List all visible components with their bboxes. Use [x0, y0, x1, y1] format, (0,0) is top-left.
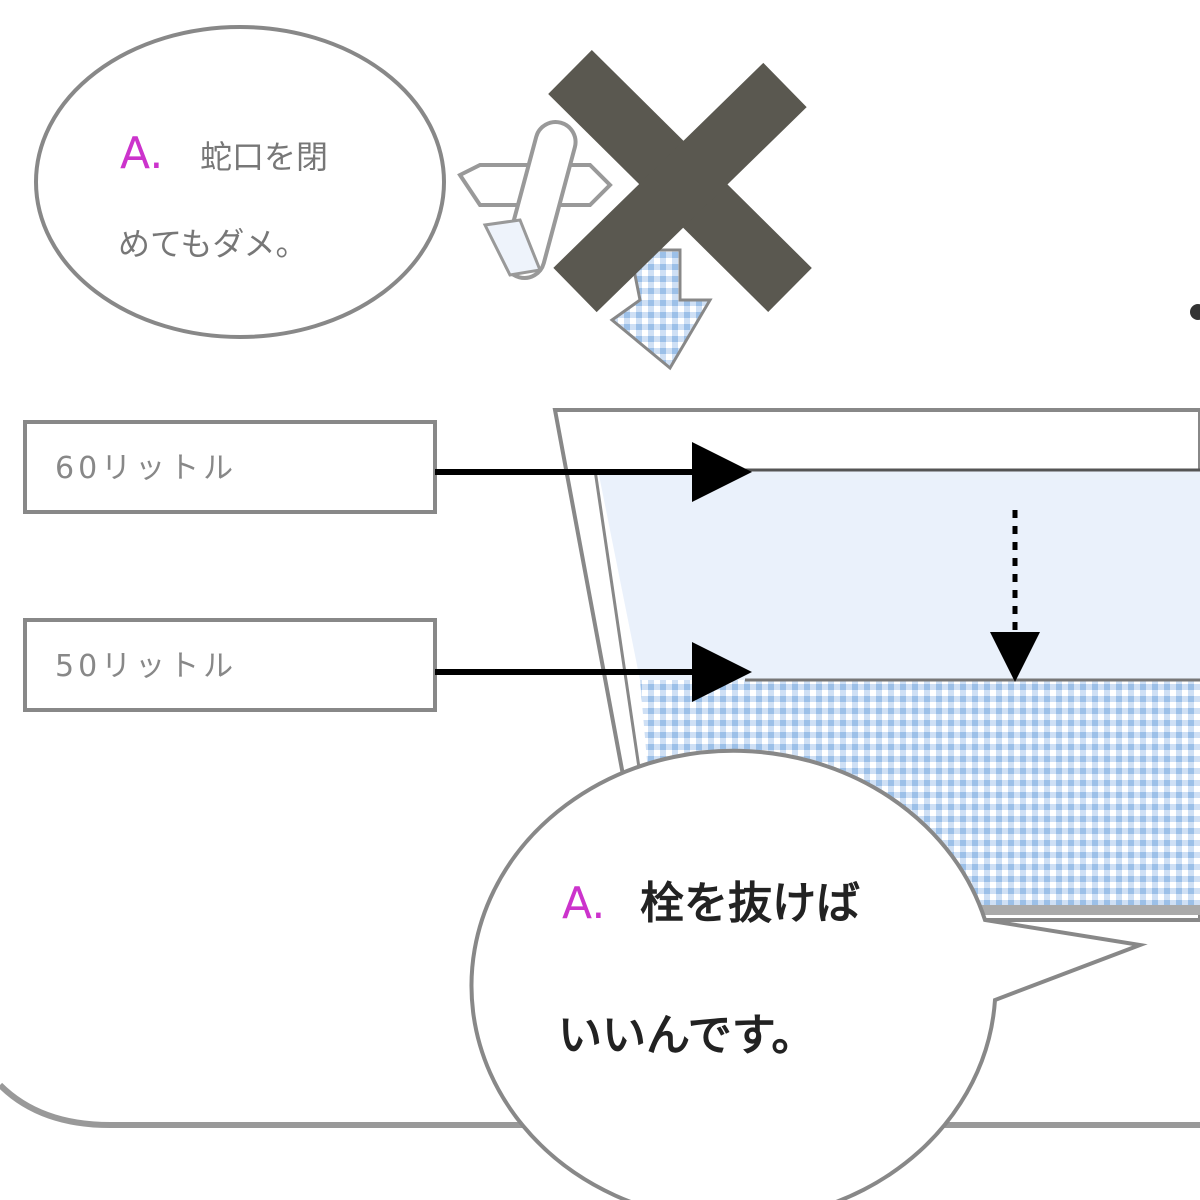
top-bubble-prefix: A.	[120, 128, 163, 179]
x-mark-icon	[548, 49, 812, 313]
top-bubble-line2: めてもダメ。	[118, 225, 307, 263]
label-60: 60リットル	[55, 451, 237, 486]
top-speech-bubble	[34, 25, 446, 339]
background-bubble	[0, 1082, 1200, 1128]
bottom-bubble-prefix: A.	[562, 878, 605, 929]
bottom-bubble-line2: いいんです。	[558, 1010, 815, 1061]
faucet-icon	[457, 120, 613, 280]
water-flow-arrow-icon	[609, 248, 713, 371]
label-50: 50リットル	[55, 649, 237, 684]
label-box-50	[23, 618, 437, 712]
bottom-speech-bubble	[469, 748, 1148, 1200]
top-bubble-line1: 蛇口を閉	[200, 138, 328, 176]
bottom-bubble-line1: 栓を抜けば	[640, 878, 860, 929]
partial-mark	[1190, 304, 1200, 320]
label-box-60	[23, 420, 437, 514]
